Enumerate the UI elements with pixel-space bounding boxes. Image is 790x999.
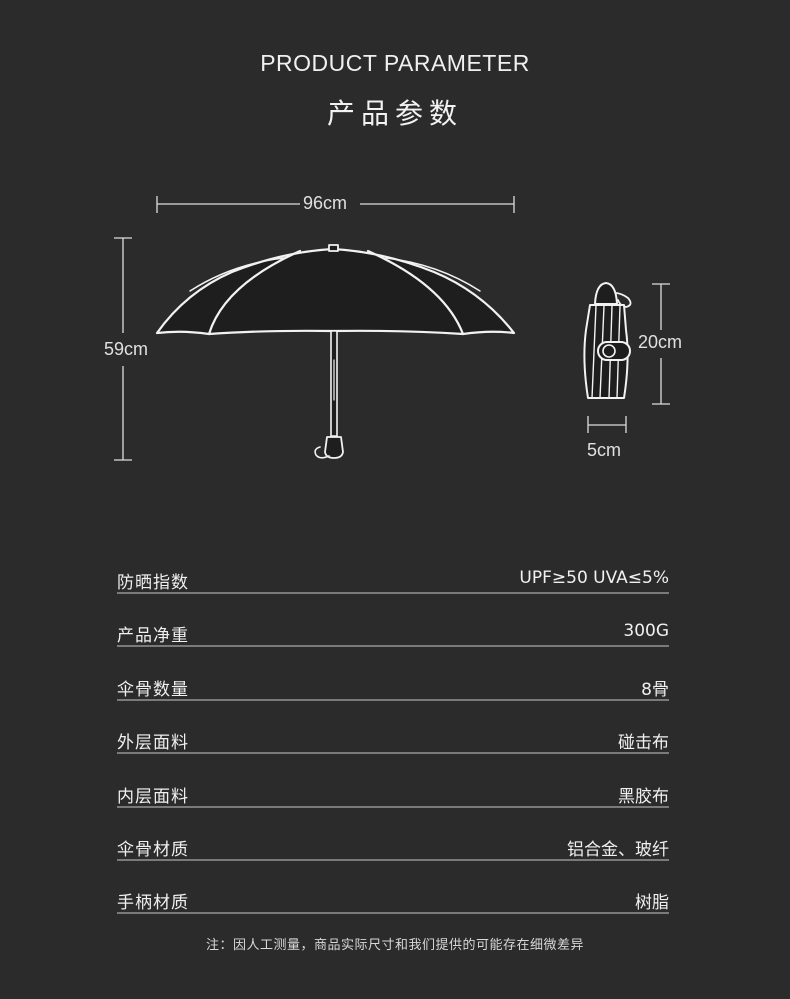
width-dimension-line (156, 196, 515, 213)
spec-row: 内层面料 黑胶布 (117, 773, 669, 826)
folded-width-dimension-line (587, 416, 627, 433)
umbrella-dimension-diagram (114, 196, 670, 461)
spec-divider (117, 752, 669, 755)
title-cn: 产品参数 (326, 97, 463, 130)
spec-value: 8骨 (641, 679, 669, 700)
spec-key: 内层面料 (117, 786, 189, 807)
spec-key: 防晒指数 (117, 573, 189, 593)
height-dimension-line (114, 237, 132, 461)
spec-row: 产品净重 300G (117, 612, 669, 665)
spec-divider (117, 858, 669, 861)
spec-value: UPF≥50 UVA≤5% (519, 568, 669, 588)
spec-row: 伞骨数量 8骨 (117, 666, 669, 719)
spec-key: 外层面料 (117, 733, 189, 754)
open-height-label: 59cm (101, 339, 152, 360)
spec-value: 黑胶布 (618, 786, 669, 807)
spec-divider (117, 805, 669, 808)
spec-value: 树脂 (635, 893, 669, 914)
measurement-note: 注：因人工测量，商品实际尺寸和我们提供的可能存在细微差异 (205, 938, 584, 953)
spec-row: 手柄材质 树脂 (117, 879, 669, 932)
spec-key: 伞骨材质 (117, 839, 189, 860)
spec-value: 300G (623, 621, 669, 642)
spec-table: 防晒指数 UPF≥50 UVA≤5% 产品净重 300G 伞骨数量 8骨 外层面… (117, 559, 669, 933)
spec-key: 产品净重 (117, 626, 189, 647)
spec-row: 外层面料 碰击布 (117, 719, 669, 772)
spec-value: 碰击布 (618, 733, 669, 754)
spec-value: 铝合金、玻纤 (567, 839, 669, 860)
spec-key: 伞骨数量 (117, 679, 189, 700)
spec-key: 手柄材质 (117, 893, 189, 914)
folded-umbrella-icon (583, 282, 632, 399)
folded-height-label: 20cm (635, 332, 686, 353)
spec-row: 伞骨材质 铝合金、玻纤 (117, 826, 669, 879)
title-en: PRODUCT PARAMETER (260, 50, 530, 76)
spec-divider (117, 912, 669, 915)
spec-divider (117, 645, 669, 648)
folded-width-label: 5cm (584, 440, 625, 461)
folded-height-dimension-line (652, 283, 670, 405)
spec-divider (117, 592, 669, 594)
open-width-label: 96cm (300, 193, 351, 214)
open-umbrella-icon (155, 244, 516, 459)
spec-row: 防晒指数 UPF≥50 UVA≤5% (117, 559, 669, 612)
spec-divider (117, 698, 669, 701)
